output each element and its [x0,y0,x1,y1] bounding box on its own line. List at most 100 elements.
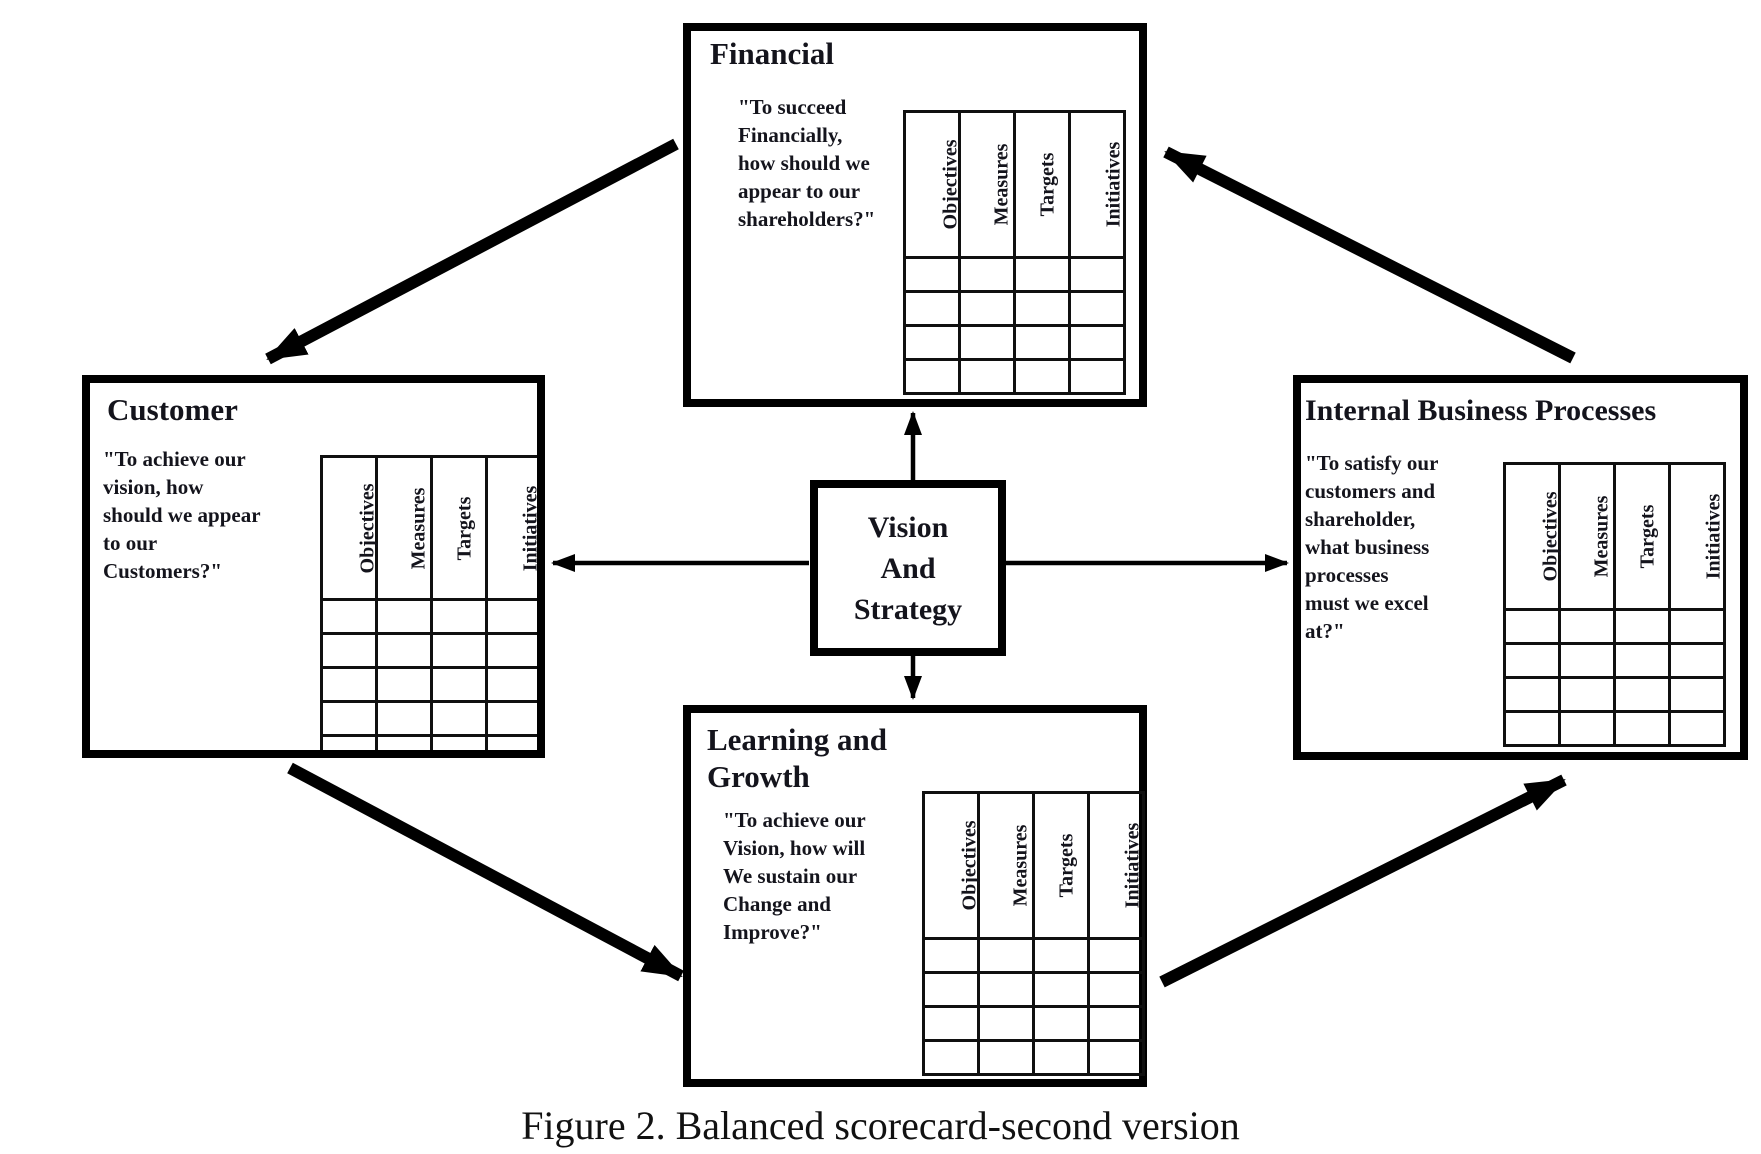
figure-caption: Figure 2. Balanced scorecard-second vers… [521,1103,1240,1148]
table-header-row: Objectives Measures Targets Initiatives [320,455,537,601]
column-header-targets: Targets [1055,833,1078,898]
table-header-row: Objectives Measures Targets Initiatives [922,791,1145,940]
financial-perspective-box: Financial "To succeed Financially, how s… [683,23,1147,407]
table-row [903,290,1126,327]
learning-and-growth-box: Learning and Growth "To achieve our Visi… [683,705,1147,1087]
table-cell [1613,642,1671,679]
table-cell [375,700,433,737]
table-cell [375,734,433,750]
table-cell [1558,642,1616,679]
table-header-cell: Measures [1558,462,1616,611]
table-cell [958,324,1016,361]
table-cell [320,734,378,750]
table-cell [320,632,378,669]
table-cell [485,632,537,669]
table-header-row: Objectives Measures Targets Initiatives [903,110,1126,259]
financial-scorecard-table: Objectives Measures Targets Initiatives [903,110,1126,395]
table-header-cell: Objectives [903,110,962,259]
table-cell [1668,642,1726,679]
table-cell [320,700,378,737]
table-cell [1013,358,1071,395]
table-cell [1503,676,1561,713]
column-header-objectives: Objectives [1539,491,1562,582]
table-cell [977,1005,1035,1042]
arrow-financial-to-customer [265,138,679,365]
column-header-measures: Measures [990,143,1013,226]
table-cell [430,666,488,703]
table-row [320,598,537,635]
table-cell [430,632,488,669]
arrow-customer-to-learning [287,762,684,982]
table-row [320,700,537,737]
internal-title: Internal Business Processes [1305,394,1657,427]
table-cell [977,971,1035,1008]
table-cell [1068,256,1126,293]
table-cell [1032,937,1090,974]
table-cell [1613,710,1671,747]
table-cell [903,358,961,395]
table-cell [430,598,488,635]
column-header-objectives: Objectives [939,139,962,230]
table-cell [1558,676,1616,713]
table-row [903,358,1126,395]
table-cell [375,598,433,635]
table-cell [1558,608,1616,645]
table-header-cell: Targets [1613,462,1671,611]
table-cell [1013,290,1071,327]
table-cell [958,290,1016,327]
table-cell [485,700,537,737]
table-cell [1013,256,1071,293]
internal-scorecard-table: Objectives Measures Targets Initiatives [1503,462,1726,747]
table-cell [1613,676,1671,713]
table-cell [1558,710,1616,747]
table-cell [1087,971,1145,1008]
column-header-initiatives: Initiatives [1702,493,1725,580]
learning-scorecard-table: Objectives Measures Targets Initiatives [922,791,1145,1076]
table-cell [922,971,980,1008]
column-header-measures: Measures [407,487,430,569]
table-cell [958,256,1016,293]
table-row [1503,608,1726,645]
table-cell [375,632,433,669]
table-row [1503,710,1726,747]
learning-title: Learning and Growth [707,722,888,795]
arrow-learning-to-internal [1159,774,1567,988]
table-cell [485,598,537,635]
vision-and-strategy-box: Vision And Strategy [810,480,1006,656]
table-row [922,1005,1145,1042]
table-cell [958,358,1016,395]
table-header-cell: Initiatives [485,455,537,601]
table-cell [1032,971,1090,1008]
column-header-targets: Targets [1636,504,1659,569]
table-header-cell: Objectives [922,791,980,940]
table-cell [1503,642,1561,679]
table-row [320,666,537,703]
table-row [922,937,1145,974]
table-cell [320,666,378,703]
table-cell [1068,358,1126,395]
table-header-cell: Targets [1032,791,1090,940]
table-header-cell: Measures [375,455,433,601]
table-cell [1068,324,1126,361]
customer-title: Customer [107,392,238,427]
table-header-cell: Initiatives [1087,791,1145,940]
column-header-objectives: Objectives [356,483,379,573]
table-cell [1013,324,1071,361]
financial-question: "To succeed Financially, how should we a… [738,95,876,231]
column-header-initiatives: Initiatives [1121,822,1144,909]
arrow-internal-to-financial [1163,146,1576,364]
table-header-cell: Initiatives [1668,462,1726,611]
table-cell [485,666,537,703]
table-header-cell: Initiatives [1068,110,1126,259]
table-cell [1068,290,1126,327]
customer-question: "To achieve our vision, how should we ap… [103,447,261,583]
table-cell [1668,710,1726,747]
column-header-initiatives: Initiatives [1102,141,1125,228]
customer-scorecard-table: Objectives Measures Targets Initiatives [320,455,537,750]
table-cell [430,734,488,750]
table-cell [922,937,980,974]
table-header-cell: Measures [977,791,1035,940]
table-header-cell: Objectives [1503,462,1562,611]
internal-business-processes-box: Internal Business Processes "To satisfy … [1293,375,1748,760]
financial-title: Financial [710,36,835,71]
